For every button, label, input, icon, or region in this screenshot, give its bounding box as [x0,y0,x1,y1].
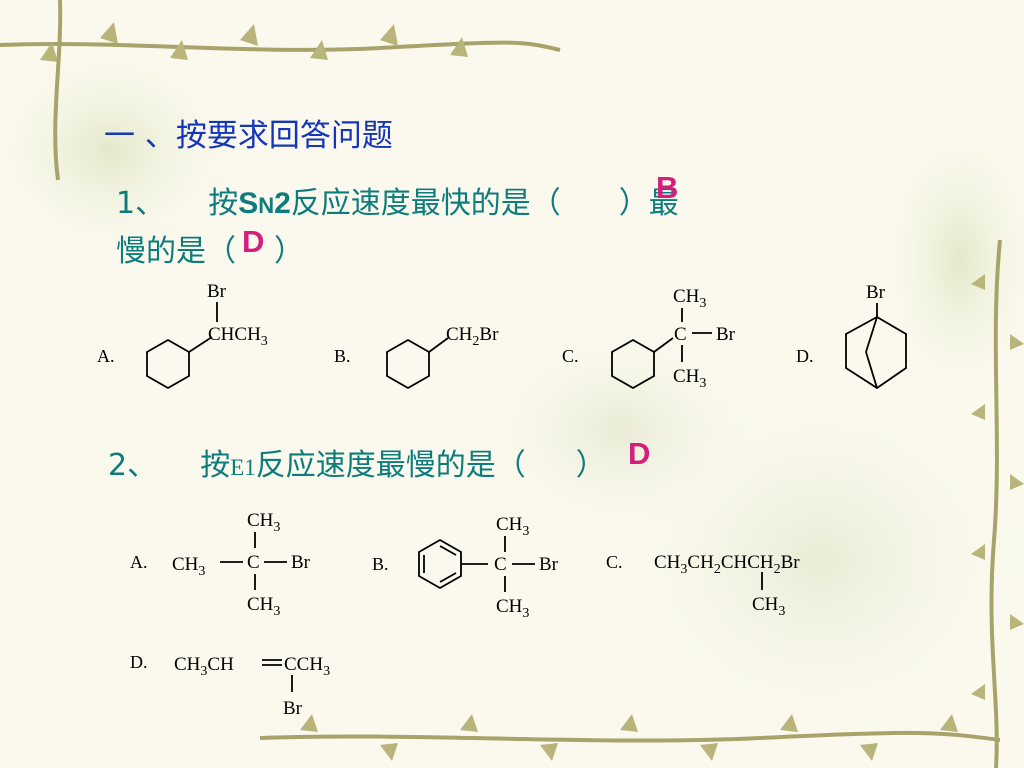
option-c-bottom: CH3 [673,366,706,391]
q2-option-b-bottom: CH3 [496,596,529,621]
option-d-top: Br [866,282,886,303]
bond-b [428,337,449,353]
option-c-label: C. [562,346,579,366]
option-d-label: D. [796,346,814,366]
bond-a [188,336,213,353]
question-1-line2-suffix: ） [274,234,304,269]
cyclohexane-ring-c [611,338,655,390]
e1-label: E1 [230,455,256,480]
answer-fastest: B [656,170,679,205]
q2-option-d-chain-right: CCH3 [284,654,330,679]
q2-option-d-branch: Br [283,698,303,719]
question-2-structures: A. CH3 CH3 C Br CH3 B. CH3 C Br CH3 C. C… [130,510,800,719]
bond-c [653,337,674,353]
question-2-line: 2、 按E1反应速度最慢的是（ ） [108,440,606,484]
question-2-middle: 反应速度最慢的是（ [255,448,526,483]
q2-option-a-top: CH3 [247,510,280,535]
question-1-line2-prefix: 慢的是（ [116,234,236,269]
question-2-after: ） [575,448,606,483]
q2-option-a-left: CH3 [172,554,205,579]
cyclohexane-ring-a [146,338,190,390]
q2-option-c-chain: CH3CH2CHCH2Br [654,552,800,577]
option-c-top: CH3 [673,286,706,311]
q2-option-d-chain-left: CH3CH [174,654,234,679]
question-1-number: 1、 [116,186,166,221]
option-a-side: CHCH3 [208,324,268,349]
option-c-center: C [674,324,687,345]
q2-option-c-branch: CH3 [752,594,785,619]
option-b-label: B. [334,346,351,366]
option-b-side: CH2Br [446,324,499,349]
q2-option-a-center: C [247,552,260,573]
q2-option-b-top: CH3 [496,514,529,539]
q2-option-a-bottom: CH3 [247,594,280,619]
q2-option-a-right: Br [291,552,311,573]
cyclohexane-ring-b [386,338,430,390]
question-1-line-1: 1、 按SN2反应速度最快的是（ ）最 [116,178,679,222]
bridge-d-1 [865,316,878,353]
benzene-inner-1 [439,545,457,556]
q2-option-b-center: C [494,554,507,575]
answer-e1: D [628,436,651,471]
answer-slowest: D [242,224,265,259]
section-heading: 一 、按要求回答问题 [104,118,393,154]
question-1-middle: 反应速度最快的是（ [290,186,561,221]
question-2-prefix: 按 [200,448,231,483]
q2-option-c-label: C. [606,552,623,572]
q2-option-a-label: A. [130,552,148,572]
question-1-prefix: 按 [208,186,239,221]
question-2-number: 2、 [108,448,158,483]
question-1-structures: A. Br CHCH3 B. CH2Br C. CH3 C Br CH3 D. … [97,281,907,391]
bridge-d-2 [865,351,878,389]
benzene-ring [418,538,462,590]
question-1-line-2: 慢的是（ ） [116,226,304,270]
option-c-right: Br [716,324,736,345]
question-1-after: ）最 [618,186,679,221]
benzene-inner-2 [439,572,457,583]
q2-option-b-right: Br [539,554,559,575]
option-a-label: A. [97,346,115,366]
q2-option-b-label: B. [372,554,389,574]
q2-option-d-label: D. [130,652,148,672]
option-a-top: Br [207,281,227,302]
bicyclo-ring-d [845,315,907,390]
sn2-label: SN2 [238,187,291,220]
